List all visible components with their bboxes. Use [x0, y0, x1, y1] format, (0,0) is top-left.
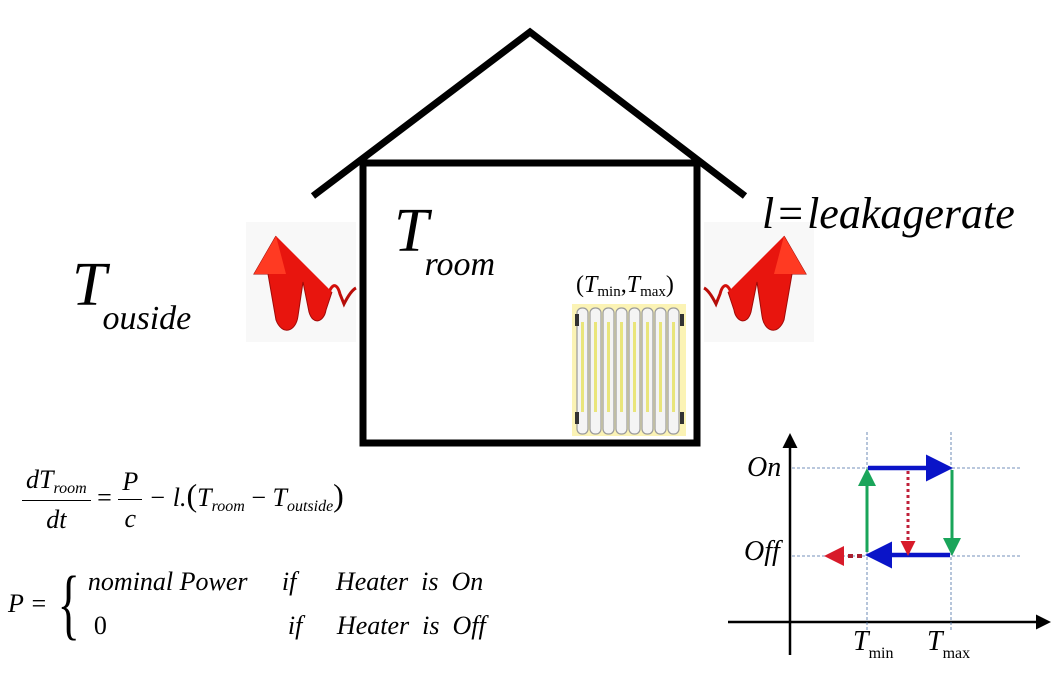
- y-label-on: On: [747, 452, 782, 483]
- paren-open: (: [186, 476, 198, 513]
- house-outline-icon: [310, 27, 748, 447]
- tmin-subscript: min: [597, 284, 621, 300]
- case-cond: if: [281, 567, 297, 596]
- case-cond: if: [287, 611, 303, 640]
- minus-leakage: − l.: [148, 482, 187, 512]
- t-room-symbol: T: [394, 197, 429, 265]
- leakage-text: leakagerate: [807, 189, 1015, 238]
- t-room-label: Troom: [394, 197, 499, 282]
- tmax-subscript: max: [942, 645, 971, 662]
- t-room-sub: room: [211, 497, 245, 515]
- brace: {: [57, 560, 80, 647]
- equals-sign: =: [97, 482, 112, 512]
- t-room: T: [197, 482, 212, 512]
- case-value: 0: [93, 611, 107, 640]
- x-label-tmin: Tmin: [853, 626, 893, 663]
- t-outside-symbol: T: [72, 251, 107, 319]
- paren-close: ): [333, 476, 344, 513]
- case-text: Heater is Off: [336, 611, 486, 640]
- radiator-icon: [572, 304, 686, 436]
- power-lhs: P =: [8, 589, 48, 618]
- room-subscript: room: [53, 480, 87, 497]
- leakage-equals: =: [778, 189, 804, 238]
- t-outside-sub: outside: [286, 497, 334, 515]
- derivative-numerator: dTroom: [22, 465, 91, 501]
- comma: ,: [620, 272, 627, 298]
- derivative-fraction: dTroom dt: [22, 465, 91, 535]
- ode-equation: dTroom dt = P c − l.(Troom − Toutside): [22, 465, 344, 535]
- setpoints-label: (Tmin,Tmax): [576, 273, 674, 300]
- power-equation: P = { nominal Power if Heater is On 0 if…: [8, 560, 486, 648]
- paren-close: ): [665, 272, 674, 298]
- power-numerator: P: [118, 467, 143, 500]
- tmin-symbol: T: [584, 272, 598, 298]
- t-outside-label: Touside: [72, 251, 195, 336]
- power-fraction: P c: [118, 467, 143, 534]
- t-outside: T: [272, 482, 287, 512]
- case-value: nominal Power: [87, 567, 248, 596]
- tmin-subscript: min: [868, 645, 894, 662]
- t-room-subscript: room: [424, 246, 496, 283]
- case-row: nominal Power if Heater is On: [88, 560, 486, 604]
- power-cases: nominal Power if Heater is On 0 if Heate…: [88, 560, 486, 648]
- tmax-subscript: max: [640, 284, 666, 300]
- leakage-rate-label: l=leakagerate: [762, 192, 1015, 236]
- heat-flow-arrow-right-icon: [703, 222, 814, 342]
- derivative-denominator: dt: [46, 505, 67, 534]
- dT: dT: [26, 465, 54, 494]
- paren-open: (: [576, 272, 584, 298]
- leakage-symbol: l: [762, 189, 775, 238]
- heat-flow-arrow-left-icon: [246, 222, 357, 342]
- t-outside-subscript: ouside: [102, 300, 192, 337]
- case-text: Heater is On: [335, 567, 484, 596]
- tmin-symbol: T: [853, 626, 869, 657]
- x-label-tmax: Tmax: [927, 626, 970, 663]
- minus-sign: −: [251, 482, 266, 512]
- hysteresis-chart: [728, 432, 1051, 655]
- case-row: 0 if Heater is Off: [88, 604, 486, 648]
- tmax-symbol: T: [927, 626, 943, 657]
- power-denominator: c: [124, 503, 137, 533]
- y-label-off: Off: [744, 536, 780, 567]
- tmax-symbol: T: [626, 272, 641, 298]
